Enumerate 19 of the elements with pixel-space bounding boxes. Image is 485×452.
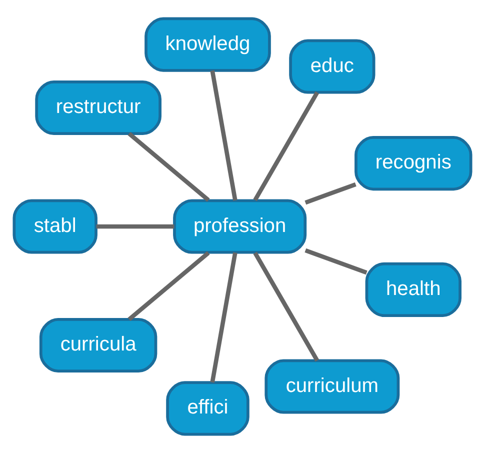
node-box: knowledg [144,16,271,72]
connector [304,182,356,204]
node-box: stabl [12,198,98,254]
node-box: restructur [35,80,162,135]
connector [253,251,320,362]
node-box: profession [173,198,307,254]
connector [304,248,368,274]
node-box: effici [166,380,250,436]
node-box: health [365,262,462,316]
node-box: curricula [39,317,158,372]
node-box: curriculum [264,358,400,414]
connector [210,252,238,382]
node-box: recognis [354,136,472,190]
connector [128,250,210,321]
node-box: educ [289,38,376,94]
connector [253,90,320,201]
connector [210,70,238,200]
connector [96,224,174,228]
connector [128,131,210,202]
